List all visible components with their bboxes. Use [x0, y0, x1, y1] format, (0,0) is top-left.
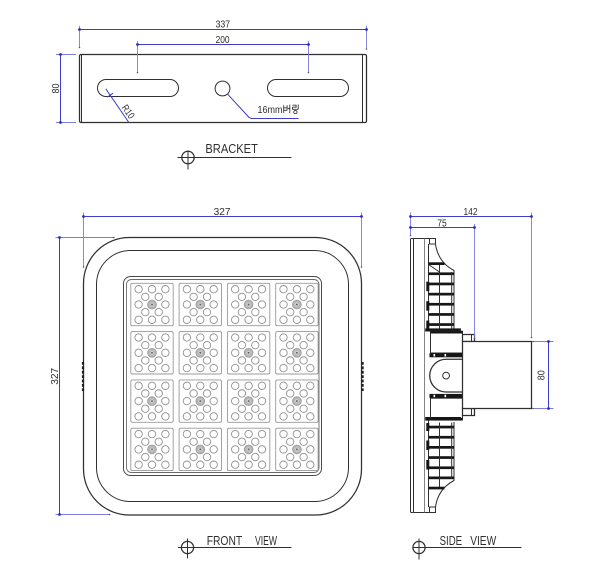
svg-text:BRACKET: BRACKET — [205, 141, 258, 156]
svg-text:VIEW: VIEW — [255, 533, 277, 548]
svg-text:80: 80 — [537, 370, 548, 380]
svg-text:16mm: 16mm — [258, 105, 283, 116]
svg-text:142: 142 — [464, 207, 478, 218]
svg-text:FRONT: FRONT — [207, 533, 243, 548]
svg-text:327: 327 — [50, 367, 61, 384]
svg-text:80: 80 — [51, 83, 62, 93]
svg-text:75: 75 — [437, 218, 447, 229]
svg-text:337: 337 — [216, 20, 231, 31]
svg-text:200: 200 — [216, 35, 230, 46]
svg-text:SIDE: SIDE — [440, 533, 463, 548]
svg-text:VIEW: VIEW — [470, 533, 497, 548]
svg-text:327: 327 — [214, 207, 231, 218]
